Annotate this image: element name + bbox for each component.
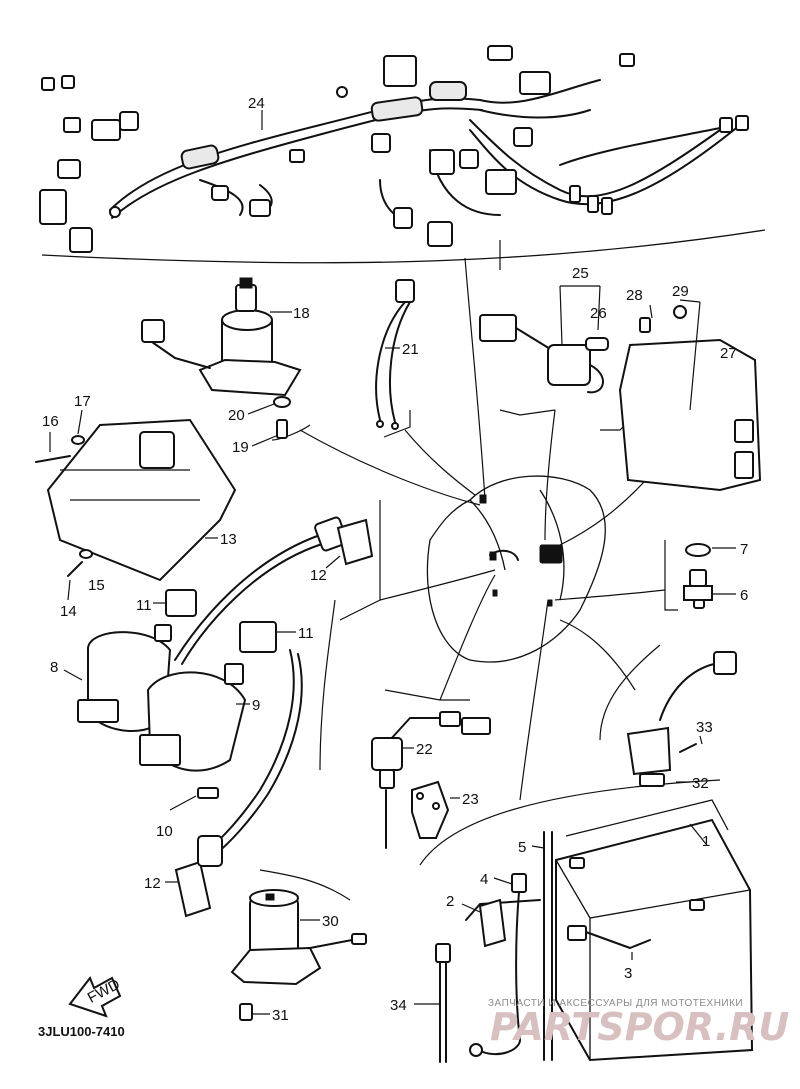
callout-23: 23: [462, 791, 479, 808]
callout-3: 3: [624, 965, 632, 982]
callout-22: 22: [416, 741, 433, 758]
fuse-holder: 25 26: [479, 265, 609, 394]
ignition-coils: 8 9 10 11 11 12 12: [50, 516, 374, 918]
callout-5: 5: [518, 839, 526, 856]
callout-8: 8: [50, 659, 58, 676]
callout-11b: 11: [298, 625, 314, 642]
callout-16: 16: [42, 413, 59, 430]
fwd-arrow-icon: FWD: [68, 976, 123, 1018]
callout-12b: 12: [144, 875, 161, 892]
side-cover: 13 16 17 15 14: [35, 393, 237, 620]
callout-32: 32: [692, 775, 709, 792]
callout-30: 30: [322, 913, 339, 930]
neutral-switch-lead: 21: [375, 279, 419, 430]
igniter-unit: 28 29 27: [618, 283, 762, 492]
callout-18: 18: [293, 305, 310, 322]
callout-2: 2: [446, 893, 454, 910]
callout-13: 13: [220, 531, 237, 548]
callout-28: 28: [626, 287, 643, 304]
callout-1: 1: [702, 833, 710, 850]
wire-harness: 24: [39, 45, 766, 264]
callout-27: 27: [720, 345, 737, 362]
callout-25: 25: [572, 265, 589, 282]
callout-29: 29: [672, 283, 689, 300]
callout-24: 24: [248, 95, 265, 112]
speed-sensor: 32 33: [626, 651, 737, 792]
main-switch: 18 20 19: [141, 277, 310, 456]
callout-33: 33: [696, 719, 713, 736]
battery-assembly: 1 2 3 4 5 34: [390, 799, 754, 1063]
callout-20: 20: [228, 407, 245, 424]
starter-relay: 30 31: [230, 889, 367, 1024]
diagram-code: 3JLU100-7410: [38, 1024, 125, 1039]
callout-14: 14: [60, 603, 77, 620]
callout-10: 10: [156, 823, 173, 840]
callout-4: 4: [480, 871, 488, 888]
watermark-line2: PARTSPOR.RU: [490, 1005, 789, 1049]
callout-15: 15: [88, 577, 105, 594]
oil-level-switch: 7 6: [683, 541, 748, 609]
callout-12a: 12: [310, 567, 327, 584]
callout-6: 6: [740, 587, 748, 604]
callout-34: 34: [390, 997, 407, 1014]
callout-7: 7: [740, 541, 748, 558]
watermark-line1: ЗАПЧАСТИ И АКСЕССУАРЫ ДЛЯ МОТОТЕХНИКИ: [488, 998, 743, 1009]
callout-26: 26: [590, 305, 607, 322]
pressure-switch: 22 23: [371, 711, 491, 849]
callout-11a: 11: [136, 597, 152, 614]
callout-19: 19: [232, 439, 249, 456]
callout-31: 31: [272, 1007, 289, 1024]
callout-21: 21: [402, 341, 419, 358]
callout-17: 17: [74, 393, 91, 410]
callout-9: 9: [252, 697, 260, 714]
